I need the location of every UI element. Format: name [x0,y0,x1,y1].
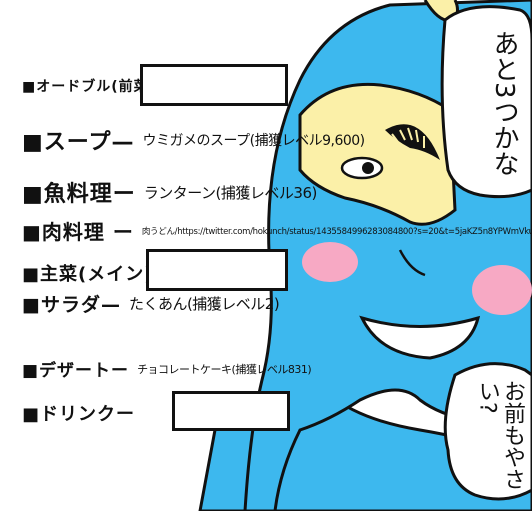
menu-dish: たくあん(捕獲レベル2) [128,295,280,313]
menu-item-main: ■主菜(メイン) [22,260,153,286]
speech-bubble-top [440,5,532,199]
menu-item-dessert: ■デザートー チョコレートケーキ(捕獲レベル831) [22,356,312,381]
menu-dish: 肉うどん/https://twitter.com/hokunch/status/… [141,226,532,237]
menu-label: ■ドリンクー [22,404,136,425]
menu-label: ■肉料理 ー [22,220,134,244]
character-mouth [359,315,481,360]
speech-text-top: あと3つかな [489,30,519,177]
drink-blank-box [172,391,290,431]
menu-dish: ウミガメのスープ(捕獲レベル9,600) [142,133,365,149]
menu-item-salad: ■サラダ— たくあん(捕獲レベル2) [22,290,280,317]
menu-label: ■デザートー [22,361,130,381]
menu-item-fish: ■魚料理ー ランターン(捕獲レベル36) [22,176,317,208]
menu-label: ■主菜(メイン) [22,264,154,285]
menu-label: ■スープ— [22,130,135,155]
menu-dish: ランターン(捕獲レベル36) [143,183,318,202]
menu-item-drink: ■ドリンクー [22,400,135,426]
speech-bubble-bottom [443,362,532,501]
menu-label: ■魚料理ー [22,182,136,207]
character-eye-detail [385,124,440,160]
menu-dish: チョコレートケーキ(捕獲レベル831) [137,362,312,376]
menu-item-appetizer: ■オードブル(前菜) [22,76,156,96]
menu-item-soup: ■スープ— ウミガメのスープ(捕獲レベル9,600) [22,124,365,156]
appetizer-blank-box [140,64,288,106]
menu-label: ■サラダ— [22,294,121,316]
main-blank-box [146,249,288,291]
character-cheek [302,242,358,282]
speech-text-bottom: お前もやさい? [474,380,525,490]
menu-label: ■オードブル(前菜) [22,79,157,95]
character-mask [298,82,457,226]
menu-item-meat: ■肉料理 ー 肉うどん/https://twitter.com/hokunch/… [22,216,532,245]
